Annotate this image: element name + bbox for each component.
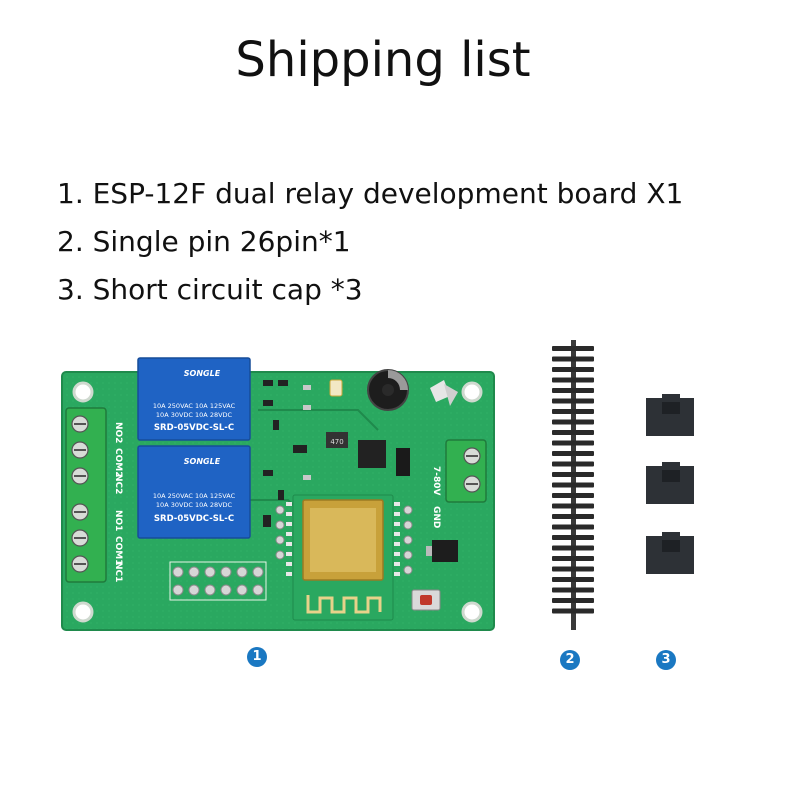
header-pin bbox=[552, 451, 594, 456]
list-item: 3. Short circuit cap *3 bbox=[57, 273, 363, 306]
header-pin bbox=[552, 356, 594, 362]
relay-rating: 10A 250VAC 10A 125VAC bbox=[153, 492, 236, 500]
header-pin bbox=[552, 608, 594, 614]
component-label: 470 bbox=[330, 438, 343, 446]
reset-button-component bbox=[411, 589, 441, 611]
header-pin bbox=[552, 587, 594, 593]
terminal-label: NO1 bbox=[113, 510, 123, 531]
jumper-cap bbox=[646, 394, 694, 436]
jumper-caps-image bbox=[646, 394, 694, 574]
header-pin bbox=[552, 598, 594, 603]
mount-hole bbox=[72, 601, 94, 623]
header-pin bbox=[552, 545, 594, 551]
relay-brand: SONGLE bbox=[184, 457, 221, 466]
header-pin bbox=[552, 535, 594, 540]
list-item: 2. Single pin 26pin*1 bbox=[57, 225, 351, 258]
shipping-list: 1. ESP-12F dual relay development board … bbox=[57, 170, 683, 314]
power-label: 7-80V bbox=[431, 466, 441, 496]
gpio-header-footprint bbox=[172, 566, 264, 596]
jumper-cap bbox=[646, 532, 694, 574]
terminal-label: COM2 bbox=[113, 448, 123, 477]
page-title: Shipping list bbox=[235, 32, 531, 88]
relay-board-image: NO2 COM2 NC2 NO1 COM1 NC1 SONGLE 10A 250… bbox=[61, 357, 495, 631]
header-pin bbox=[552, 514, 594, 519]
pin-header-image bbox=[552, 340, 594, 630]
header-pin bbox=[552, 430, 594, 435]
relay-bottom: SONGLE 10A 250VAC 10A 125VAC 10A 30VDC 1… bbox=[137, 445, 251, 539]
capacitor bbox=[367, 369, 409, 411]
terminal-label: NC1 bbox=[113, 562, 123, 582]
header-pin bbox=[552, 419, 594, 425]
relay-model: SRD-05VDC-SL-C bbox=[154, 514, 234, 524]
terminal-label: NO2 bbox=[113, 422, 123, 443]
header-pin bbox=[552, 346, 594, 351]
terminal-label: NC2 bbox=[113, 474, 123, 494]
header-pin bbox=[552, 409, 594, 414]
logo-icon bbox=[430, 380, 458, 406]
header-pin bbox=[552, 388, 594, 393]
header-pin bbox=[552, 524, 594, 530]
terminal-block-left bbox=[65, 407, 107, 583]
regulator-ic bbox=[358, 440, 386, 468]
esp12f-module bbox=[292, 494, 394, 621]
header-pin bbox=[552, 472, 594, 477]
jumper-cap bbox=[646, 462, 694, 504]
header-pin bbox=[552, 367, 594, 372]
header-pin bbox=[552, 577, 594, 582]
header-pin bbox=[552, 503, 594, 509]
header-pin bbox=[552, 440, 594, 446]
relay-rating: 10A 30VDC 10A 28VDC bbox=[156, 411, 233, 419]
terminal-block-right bbox=[445, 439, 487, 503]
item-marker-3: 3 bbox=[656, 650, 676, 670]
inductor bbox=[326, 432, 348, 448]
relay-top: SONGLE 10A 250VAC 10A 125VAC 10A 30VDC 1… bbox=[137, 357, 251, 441]
mount-hole bbox=[72, 381, 94, 403]
relay-brand: SONGLE bbox=[184, 369, 221, 378]
relay-model: SRD-05VDC-SL-C bbox=[154, 423, 234, 433]
terminal-label: COM1 bbox=[113, 536, 123, 565]
header-pin bbox=[552, 493, 594, 498]
header-pin bbox=[552, 482, 594, 488]
gnd-label: GND bbox=[431, 506, 441, 528]
item-marker-1: 1 bbox=[247, 647, 267, 667]
header-pin bbox=[552, 566, 594, 572]
header-pin bbox=[552, 556, 594, 561]
list-item: 1. ESP-12F dual relay development board … bbox=[57, 177, 684, 210]
header-pin bbox=[552, 461, 594, 467]
item-marker-2: 2 bbox=[560, 650, 580, 670]
mount-hole bbox=[461, 381, 483, 403]
header-pin bbox=[552, 398, 594, 404]
relay-rating: 10A 30VDC 10A 28VDC bbox=[156, 501, 233, 509]
led bbox=[329, 379, 343, 397]
relay-rating: 10A 250VAC 10A 125VAC bbox=[153, 402, 236, 410]
header-pin bbox=[552, 377, 594, 383]
mount-hole bbox=[461, 601, 483, 623]
